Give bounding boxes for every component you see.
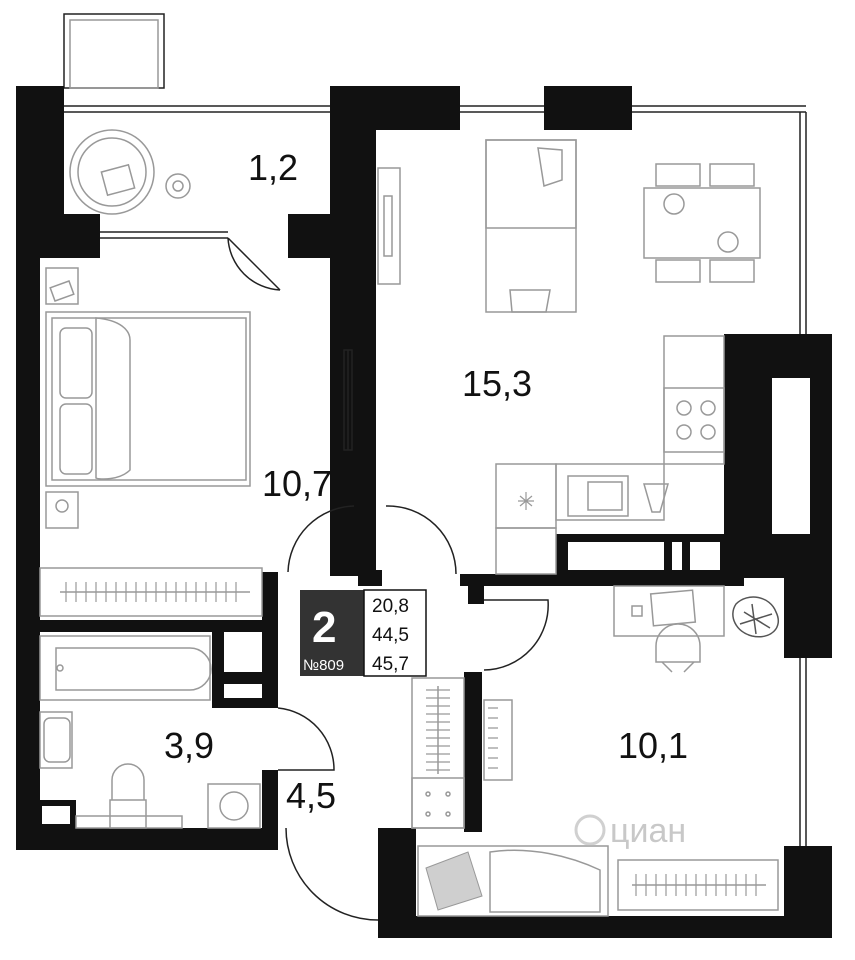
plant-icon <box>732 596 779 638</box>
wardrobe-ticks <box>65 582 237 602</box>
fridge-icon <box>518 492 534 510</box>
bathtub <box>39 635 212 701</box>
washing-machine <box>75 783 261 829</box>
total-with-balcony: 45,7 <box>372 654 409 675</box>
rooms-count: 2 <box>312 603 336 652</box>
wardrobe-hangers <box>426 689 498 771</box>
tv-unit <box>377 167 401 285</box>
watermark: циан <box>574 812 686 850</box>
right-wardrobe <box>411 677 513 829</box>
windows <box>64 105 807 846</box>
sink <box>39 711 73 769</box>
watermark-text: циан <box>610 812 686 850</box>
area-hallway: 4,5 <box>286 775 336 816</box>
radiator-ticks <box>635 874 757 896</box>
area-balcony: 1,2 <box>248 147 298 188</box>
toilet <box>109 763 147 829</box>
apartment-number: №809 <box>303 657 344 674</box>
walls <box>16 86 832 938</box>
kitchen-counter <box>495 335 725 575</box>
doors <box>227 237 549 921</box>
double-bed <box>45 267 251 529</box>
area-bedroom-left: 10,7 <box>262 463 332 504</box>
area-living-kitchen: 15,3 <box>462 363 532 404</box>
pillow <box>425 851 483 911</box>
sofa <box>485 139 577 313</box>
area-bedroom-right: 10,1 <box>618 725 688 766</box>
area-bathroom: 3,9 <box>164 725 214 766</box>
balcony-chair <box>69 129 191 215</box>
desk <box>613 585 725 673</box>
balcony-railing <box>63 13 165 89</box>
total-area: 44,5 <box>372 625 409 646</box>
apartment-badge: 2 №809 20,8 44,5 45,7 <box>300 589 427 677</box>
living-area: 20,8 <box>372 596 409 617</box>
single-bed <box>417 845 779 917</box>
wardrobe <box>39 567 263 617</box>
dining-table <box>643 163 761 283</box>
wall-openings <box>42 378 808 824</box>
